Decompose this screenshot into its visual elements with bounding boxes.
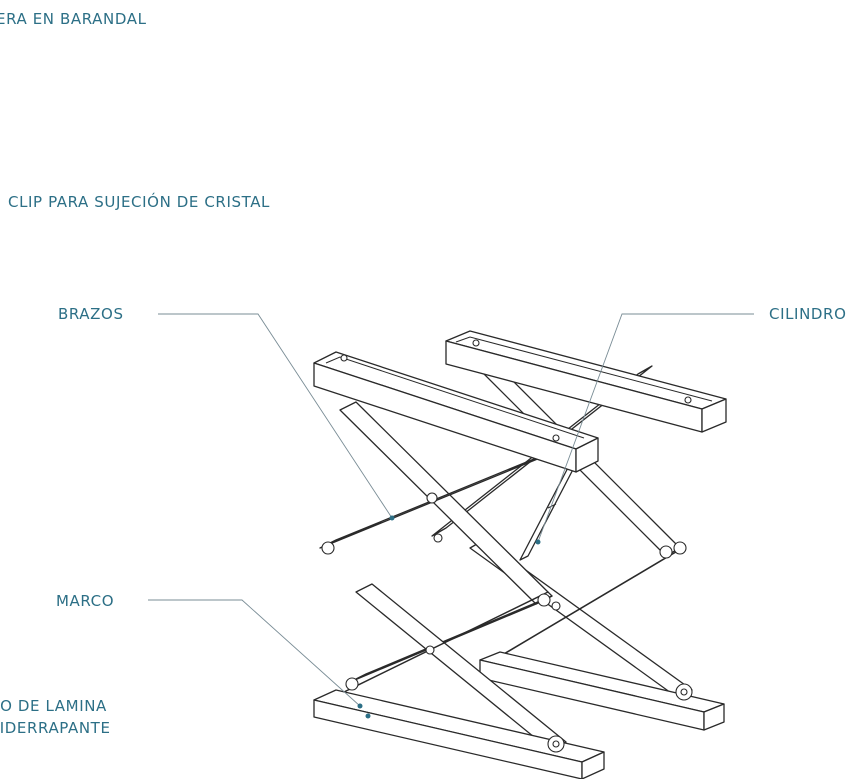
- cilindro-label: CILINDRO: [769, 305, 847, 323]
- brazos-leader: [158, 313, 393, 519]
- front-arm-lower-b: [355, 583, 567, 751]
- rear-base-rail: [479, 651, 725, 731]
- front-scissor-arms: [319, 401, 567, 751]
- rear-top-rail: [445, 330, 727, 433]
- piso-label-line-2: TIDERRAPANTE: [0, 719, 111, 737]
- hydraulic-cylinder: [519, 455, 581, 561]
- marco-leader: [148, 599, 361, 707]
- marco-label: MARCO: [56, 592, 115, 610]
- piso-label-line-1: SO DE LAMINA: [0, 697, 107, 715]
- piso-label: SO DE LAMINA TIDERRAPANTE: [0, 695, 111, 739]
- front-base-rail: [313, 689, 605, 779]
- brazos-label: BRAZOS: [58, 305, 124, 323]
- cilindro-leader: [537, 313, 754, 543]
- front-top-rail: [313, 351, 599, 473]
- leader-lines: [148, 313, 754, 719]
- partial-title-label: ERA EN BARANDAL: [0, 10, 147, 28]
- clip-label: CLIP PARA SUJECIÓN DE CRISTAL: [8, 193, 271, 211]
- pivot-pins: [321, 492, 687, 691]
